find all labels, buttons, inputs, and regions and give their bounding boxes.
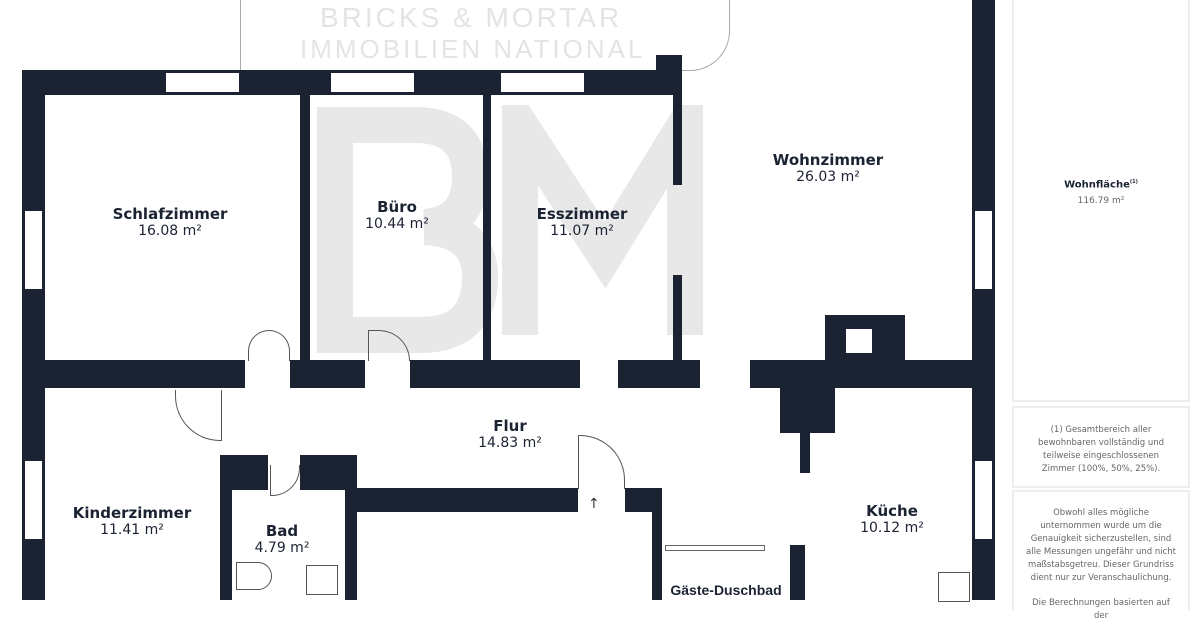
wall xyxy=(483,95,491,360)
wall xyxy=(290,360,365,388)
sink-icon xyxy=(306,565,338,595)
chimney-opening xyxy=(845,328,873,354)
window xyxy=(24,210,43,290)
area-summary-box: Wohnfläche(1) 116.79 m² xyxy=(1012,0,1190,402)
wall xyxy=(345,488,357,600)
disclaimer-box: Obwohl alles mögliche unternommen wurde … xyxy=(1012,490,1190,621)
wall xyxy=(345,488,578,512)
watermark-logo xyxy=(317,105,703,353)
calculation-note: Die Berechnungen basierten auf der xyxy=(1032,598,1170,621)
wall xyxy=(673,95,682,185)
footnote-box: (1) Gesamtbereich aller bewohnbaren voll… xyxy=(1012,406,1190,488)
window xyxy=(24,460,43,540)
room-gaeste-duschbad: Gäste-Duschbad xyxy=(670,582,782,598)
total-area: 116.79 m² xyxy=(1077,196,1125,207)
footnote-text: (1) Gesamtbereich aller bewohnbaren voll… xyxy=(1037,425,1165,474)
window xyxy=(330,72,415,93)
window xyxy=(974,460,993,540)
door-swing xyxy=(270,465,300,496)
door-swing xyxy=(578,435,625,489)
window xyxy=(500,72,585,93)
wall xyxy=(972,0,995,600)
toilet-icon xyxy=(236,562,272,590)
wall xyxy=(300,455,357,490)
wall xyxy=(220,455,232,600)
wall xyxy=(618,360,700,388)
wall xyxy=(300,95,310,360)
wall xyxy=(656,55,682,95)
footnote-ref: (1) xyxy=(1129,179,1138,185)
window xyxy=(974,210,993,290)
door-swing xyxy=(248,330,290,361)
wall xyxy=(750,360,972,388)
wall xyxy=(673,275,682,360)
disclaimer-text: Obwohl alles mögliche unternommen wurde … xyxy=(1026,508,1176,583)
wall xyxy=(45,360,245,388)
wall xyxy=(410,360,580,388)
door-swing xyxy=(175,390,222,441)
entrance-arrow-icon: ↑ xyxy=(588,496,600,512)
watermark-line2: IMMOBILIEN NATIONAL xyxy=(300,34,646,64)
wall xyxy=(800,388,810,473)
watermark-line1: BRICKS & MORTAR xyxy=(320,2,623,33)
door-swing xyxy=(665,545,765,551)
wall xyxy=(790,545,805,600)
wall xyxy=(652,488,662,600)
window xyxy=(165,72,240,93)
total-label: Wohnfläche xyxy=(1064,179,1130,191)
stove-icon xyxy=(938,572,970,602)
